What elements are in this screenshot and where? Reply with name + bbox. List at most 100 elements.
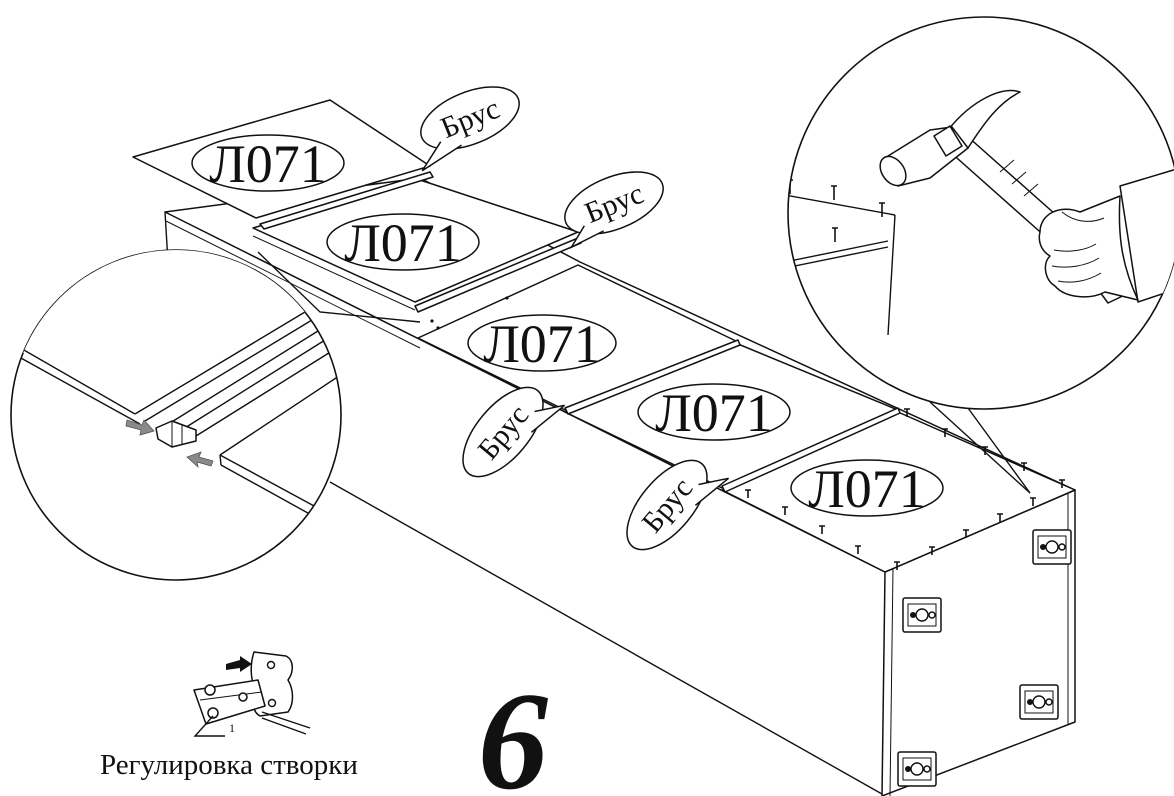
beam-callout-bubble: [564, 171, 664, 235]
step-number: 6: [478, 664, 548, 796]
hand-thumb-line: [1061, 211, 1105, 222]
hand-finger-line: [1051, 257, 1100, 268]
connector-hole: [1058, 543, 1066, 551]
panel-label: Л071: [191, 134, 345, 194]
beam-callout-tail: [569, 225, 605, 250]
hand-icon: [1038, 167, 1174, 304]
connector-inner: [907, 603, 937, 627]
cabinet-top-edge-thickness: [165, 220, 421, 349]
magnifier-leader-line: [967, 407, 1031, 494]
joint-detail-content: [11, 250, 341, 529]
nail-icon: [831, 185, 837, 200]
magnifier-leader-line: [929, 401, 1031, 494]
cabinet-corner-edge: [887, 214, 896, 336]
hinge-arm-edge: [199, 691, 263, 701]
hammer-grip-line: [1023, 183, 1039, 197]
connector-outline: [1019, 684, 1059, 720]
beam-callout: Брус: [420, 86, 520, 172]
nail-icon: [879, 202, 885, 217]
beam-callout-bubble: [462, 386, 544, 478]
panel-label-text: Л071: [483, 314, 601, 374]
hinge-screw: [207, 707, 219, 719]
beam-callout-tail: [694, 477, 730, 506]
nail-icon: [1021, 462, 1027, 471]
nailing-detail-content: [788, 90, 1174, 336]
joint-detail-magnifier: [10, 249, 421, 581]
connector-plate: [902, 597, 942, 633]
hinge-screw: [204, 684, 216, 696]
cabinet-side-edge: [788, 240, 889, 263]
beam-profile-line: [171, 334, 334, 437]
hinge-plate-hole: [266, 660, 276, 670]
panel-label-oval: [326, 213, 480, 271]
nail-icon: [997, 513, 1003, 522]
hammer-neck: [933, 125, 963, 157]
connector-outline: [902, 597, 942, 633]
hinge-caption: Регулировка створки: [100, 749, 358, 781]
beam-strip-3: [564, 339, 741, 415]
panel-label-text: Л071: [344, 213, 462, 273]
connector-hole: [1027, 699, 1033, 705]
nail-icon: [745, 489, 751, 498]
beam-profile-line: [134, 311, 306, 415]
connector-cam: [1032, 695, 1046, 709]
beam-callout-tail: [421, 141, 462, 172]
beam-strip-4: [721, 407, 901, 493]
nails-group: [788, 179, 885, 242]
hammer-face: [879, 155, 907, 187]
nail-icon: [982, 446, 988, 455]
hammer-grip-line: [999, 159, 1015, 173]
panel-2-thickness: [252, 235, 416, 311]
connector-hole: [1040, 544, 1046, 550]
panel-label-oval: [467, 314, 617, 372]
hammer-grip-line: [1011, 171, 1027, 185]
cabinet-side-edge: [788, 246, 889, 269]
connector-cam: [1045, 540, 1059, 554]
connector-cam: [910, 762, 924, 776]
upper-panel-thickness-edge: [11, 351, 141, 425]
connector-hole: [910, 612, 916, 618]
hammer-claw: [947, 90, 1021, 149]
beam-callout-tail: [530, 404, 566, 433]
nails-group: [745, 408, 1065, 570]
connector-hole: [1045, 698, 1053, 706]
beam-profile-line: [161, 325, 327, 429]
hinge-arm: [193, 679, 266, 725]
panel-label-text: Л071: [209, 134, 327, 194]
upper-panel-surface: [11, 250, 310, 414]
connector-inner: [902, 757, 932, 781]
nail-icon: [819, 525, 825, 534]
connector-hole: [928, 611, 936, 619]
beam-callout: Брус: [564, 171, 664, 250]
adjust-direction-arrow-icon: [226, 656, 252, 672]
hinge-screw: [238, 692, 248, 702]
beam-callout-bubble: [420, 86, 520, 150]
connector-plate: [897, 751, 937, 787]
nail-icon: [1059, 479, 1065, 488]
hammer-icon: [879, 90, 1065, 239]
nail-icon: [904, 408, 910, 417]
nail-icon: [942, 428, 948, 437]
nail-icon: [832, 227, 838, 242]
insert-arrow-icon: [125, 419, 155, 436]
cabinet-side-bottom-edge: [329, 481, 883, 795]
nail-icon: [929, 546, 935, 555]
beam-profile-line: [187, 345, 341, 442]
hinge-plate-hole: [267, 698, 277, 708]
sleeve: [1119, 167, 1174, 303]
hinge-rod: [261, 717, 307, 735]
panel-top-edge: [788, 194, 896, 216]
panel-label: Л071: [326, 213, 480, 273]
upper-panel-front-edge: [11, 341, 136, 415]
lower-panel-joint-edge: [219, 371, 341, 456]
beam-profile-line: [144, 319, 313, 422]
hinge-adjust-marker: 1: [229, 721, 235, 735]
nail-icon: [894, 561, 900, 570]
magnifier-leader-line: [257, 251, 421, 323]
cabinet-front-inner-edge: [889, 568, 894, 796]
lower-panel-corner: [219, 454, 222, 466]
nail-icon: [963, 529, 969, 538]
hole-marker: [505, 296, 509, 300]
hinge-adjust-icon: 1: [193, 651, 311, 737]
